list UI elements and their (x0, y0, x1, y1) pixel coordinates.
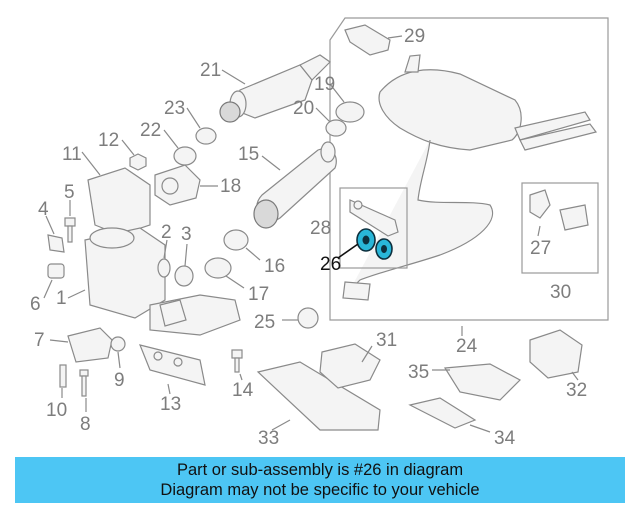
callout-27: 27 (530, 238, 551, 259)
manifold-gasket-13 (139, 344, 206, 386)
bolt-14 (231, 349, 243, 373)
catalytic-converter-1 (84, 227, 166, 319)
callout-20: 20 (293, 98, 314, 119)
callout-28: 28 (310, 218, 331, 239)
callout-12: 12 (98, 130, 119, 151)
callout-9: 9 (114, 370, 125, 391)
callout-35: 35 (408, 362, 429, 383)
callout-2: 2 (161, 222, 172, 243)
callout-30: 30 (550, 282, 571, 303)
callout-21: 21 (200, 60, 221, 81)
rear-muffler (342, 54, 598, 301)
heat-shield-31 (319, 343, 381, 389)
gasket-23 (195, 127, 217, 145)
callout-3: 3 (181, 224, 192, 245)
callout-14: 14 (232, 380, 254, 401)
gasket-2 (157, 258, 171, 278)
callout-7: 7 (34, 330, 45, 351)
callout-29: 29 (404, 26, 425, 47)
hangers-27 (529, 189, 589, 231)
callout-17: 17 (248, 284, 269, 305)
heat-shield-33 (256, 361, 381, 431)
callout-15: 15 (238, 144, 259, 165)
gasket-20 (325, 119, 347, 137)
callout-19: 19 (314, 74, 335, 95)
mount-6 (47, 263, 65, 279)
turbo-pipe-18 (154, 164, 201, 206)
leader-26 (337, 243, 359, 259)
callout-25: 25 (254, 312, 275, 333)
callout-4: 4 (38, 199, 49, 220)
callout-24: 24 (456, 336, 478, 357)
washer-9 (110, 336, 126, 352)
stud-10 (59, 364, 67, 388)
callout-1: 1 (56, 288, 67, 309)
hanger-28 (349, 199, 399, 237)
clamp-22 (173, 146, 197, 166)
exhaust-parts-diagram: 29 21 19 23 20 12 22 11 15 18 5 4 28 2 3… (30, 17, 609, 449)
bracket-32 (529, 329, 583, 379)
clamp-19 (335, 101, 365, 123)
callout-13: 13 (160, 394, 181, 415)
callout-33: 33 (258, 428, 279, 449)
bolt-8 (79, 369, 89, 397)
clamp-3 (174, 265, 194, 287)
nut-12 (129, 153, 147, 171)
heat-shield-11 (87, 167, 151, 236)
callout-6: 6 (30, 294, 41, 315)
clamp-16 (223, 229, 249, 251)
callout-22: 22 (140, 120, 161, 141)
bolt-5 (64, 217, 76, 243)
catalytic-converter-21 (219, 54, 331, 123)
callout-31: 31 (376, 330, 397, 351)
callout-11: 11 (62, 144, 82, 165)
isolator-26[interactable] (356, 228, 393, 260)
callout-26: 26 (320, 254, 341, 275)
bracket-7 (67, 327, 113, 363)
exhaust-system-outline (329, 17, 609, 321)
callout-16: 16 (264, 256, 285, 277)
banner-line-1: Part or sub-assembly is #26 in diagram (176, 461, 464, 479)
callout-23: 23 (164, 98, 185, 119)
callout-8: 8 (80, 414, 91, 435)
bracket-29 (344, 24, 391, 56)
particulate-filter-15 (253, 141, 337, 229)
callout-10: 10 (46, 400, 67, 421)
heat-shield-35 (443, 363, 521, 401)
info-banner: Part or sub-assembly is #26 in diagram D… (15, 457, 625, 503)
bracket-30-box (521, 182, 599, 274)
gasket-17 (204, 257, 232, 279)
exhaust-manifold (149, 294, 241, 336)
callout-18: 18 (220, 176, 241, 197)
heat-shield-34 (408, 397, 477, 429)
bracket-28-box (339, 187, 408, 269)
banner-line-2: Diagram may not be specific to your vehi… (160, 481, 480, 499)
clamp-25 (297, 307, 319, 329)
callout-34: 34 (494, 428, 516, 449)
callout-32: 32 (566, 380, 587, 401)
callout-5: 5 (64, 182, 75, 203)
bracket-4 (47, 234, 65, 253)
